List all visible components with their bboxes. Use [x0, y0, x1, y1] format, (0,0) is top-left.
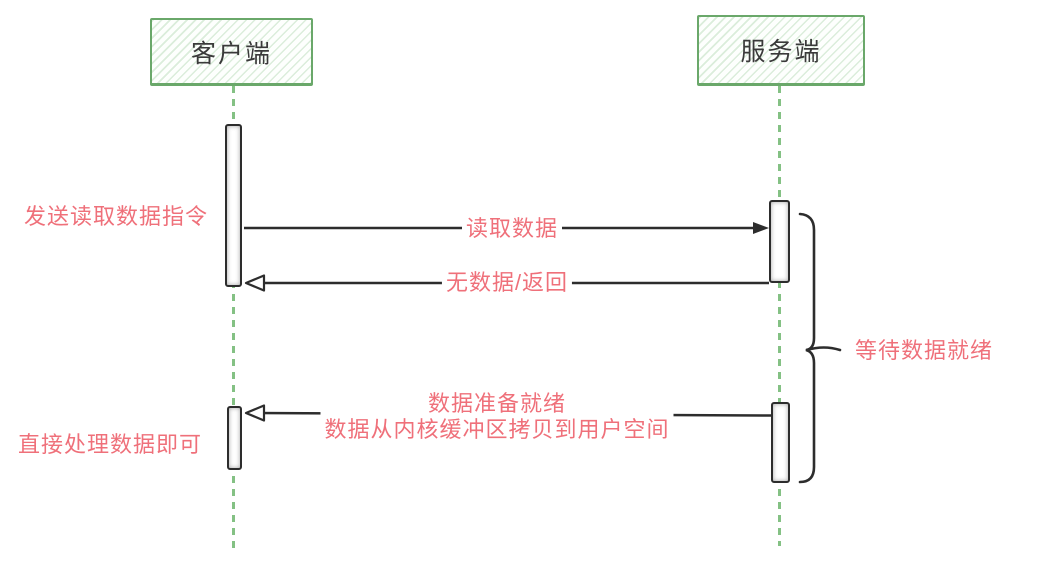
activation-bar-server-2 [771, 402, 790, 483]
annotation-send-read-command: 发送读取数据指令 [24, 204, 209, 229]
annotation-wait-data-ready: 等待数据就绪 [855, 338, 994, 363]
arrowhead-right-icon [753, 222, 769, 234]
wait-brace [798, 212, 842, 484]
message-label-read-data: 读取数据 [461, 216, 563, 242]
activation-bar-client-1 [225, 124, 242, 287]
message-label-data-ready-line2: 数据从内核缓冲区拷贝到用户空间 [324, 417, 670, 442]
actor-label-client: 客户端 [190, 39, 272, 68]
lifeline-server [778, 86, 781, 546]
annotation-process-data: 直接处理数据即可 [18, 432, 203, 457]
message-label-data-ready: 数据准备就绪 数据从内核缓冲区拷贝到用户空间 [320, 391, 674, 443]
activation-bar-client-2 [227, 406, 242, 470]
arrowhead-left-icon [244, 274, 266, 292]
actor-box-server: 服务端 [697, 15, 865, 86]
message-label-data-ready-line1: 数据准备就绪 [427, 391, 567, 416]
activation-bar-server-1 [769, 200, 790, 283]
arrowhead-left-icon [244, 404, 266, 422]
actor-label-server: 服务端 [740, 38, 822, 66]
actor-box-client: 客户端 [150, 18, 313, 86]
lifeline-client [232, 86, 235, 548]
message-label-no-data-return: 无数据/返回 [441, 270, 573, 296]
